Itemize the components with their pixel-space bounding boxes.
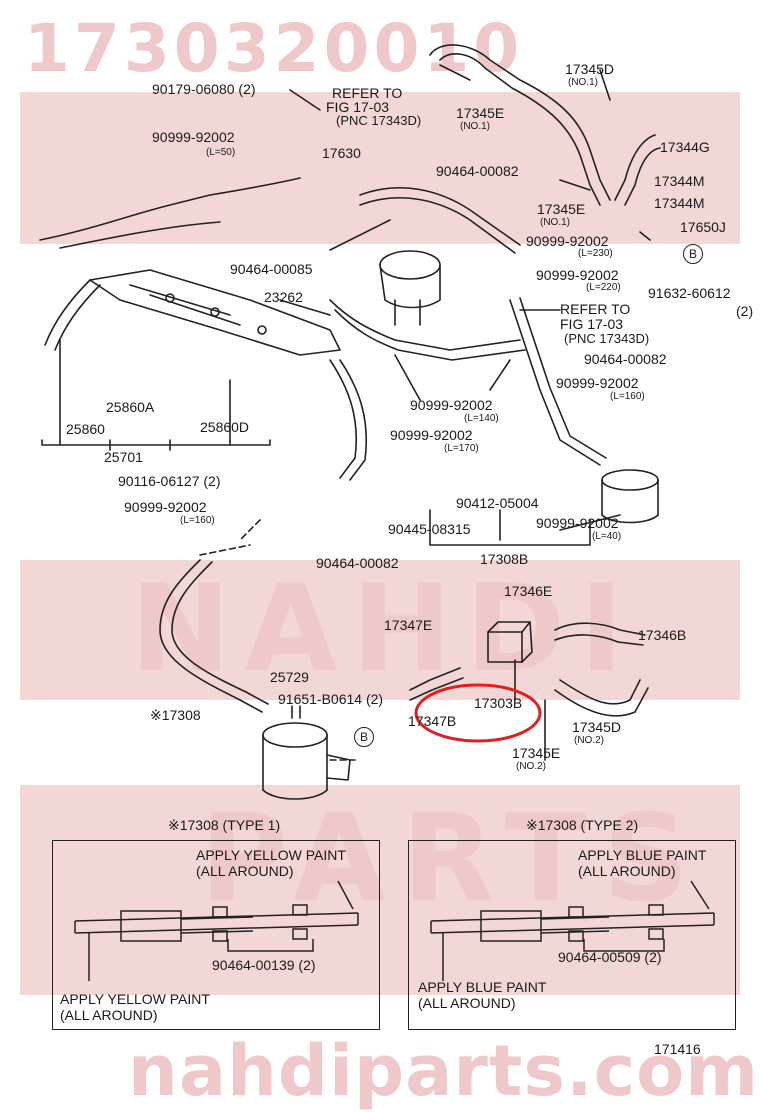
reference-marker-b: B — [354, 727, 374, 747]
callout-90999-92002-l40: 90999-92002 — [536, 515, 619, 531]
detail-type1-paint-top-2: (ALL AROUND) — [196, 863, 294, 879]
callout-17345e-no2-sub: (NO.2) — [516, 761, 546, 772]
detail-type2-clip: 90464-00509 (2) — [558, 949, 662, 965]
detail-title-type1: ※17308 (TYPE 1) — [168, 817, 281, 833]
detail-type1-paint-top: APPLY YELLOW PAINT — [196, 847, 346, 863]
callout-25701: 25701 — [104, 449, 143, 465]
callout-17345e-no1-b: 17345E — [537, 201, 586, 217]
callout-90999-92002-l160-right: 90999-92002 — [556, 375, 639, 391]
pipe-drawing — [430, 880, 715, 981]
callout-17344m-1: 17344M — [654, 173, 705, 189]
detail-type1-paint-bottom-2: (ALL AROUND) — [60, 1007, 158, 1023]
callout-90999-92002-l50: 90999-92002 — [152, 129, 235, 145]
callout-90999-92002-l50-sub: (L=50) — [206, 147, 236, 158]
detail-type2-paint-top-2: (ALL AROUND) — [578, 863, 676, 879]
callout-90999-92002-l220-sub: (L=220) — [586, 282, 621, 293]
callout-17303b: 17303B — [474, 695, 523, 711]
callout-90999-92002-l140-sub: (L=140) — [464, 413, 499, 424]
callout-90464-00085: 90464-00085 — [230, 261, 313, 277]
detail-title-type2: ※17308 (TYPE 2) — [526, 817, 639, 833]
callout-90412-05004: 90412-05004 — [456, 495, 539, 511]
watermark-band — [20, 92, 740, 244]
pipe-drawing — [74, 880, 359, 981]
callout-90999-92002-l160-right-sub: (L=160) — [610, 391, 645, 402]
watermark-brand-parts: PARTS — [200, 790, 706, 929]
callout-25860: 25860 — [66, 421, 105, 437]
watermark-band — [20, 785, 740, 995]
callout-17308b: 17308B — [480, 551, 529, 567]
callout-17345e-no1: 17345E — [456, 105, 505, 121]
callout-17346b: 17346B — [638, 627, 687, 643]
callout-90999-92002-l140: 90999-92002 — [410, 397, 493, 413]
callout-17347b: 17347B — [408, 713, 457, 729]
callout-25860a: 25860A — [106, 399, 155, 415]
callout-17345d-no2: 17345D — [572, 719, 622, 735]
callout-17345e-no1-b-sub: (NO.1) — [540, 217, 570, 228]
callout-90999-92002-l170: 90999-92002 — [390, 427, 473, 443]
callout-90999-92002-l160-left-sub: (L=160) — [180, 515, 215, 526]
callout-91651-b0614: 91651-B0614 (2) — [278, 691, 384, 707]
callout-17308: ※17308 — [150, 707, 201, 723]
callout-fig-17-03-1: FIG 17-03 — [326, 99, 390, 115]
watermark-site: nahdiparts.com — [128, 1030, 760, 1112]
callout-90999-92002-l220: 90999-92002 — [536, 267, 619, 283]
figure-number: 171416 — [654, 1041, 701, 1057]
detail-box-type1 — [52, 840, 380, 1030]
callout-17347e: 17347E — [384, 617, 433, 633]
callout-17650j: 17650J — [680, 219, 726, 235]
callout-refer-to-1: REFER TO — [332, 85, 403, 101]
callout-25729: 25729 — [270, 669, 309, 685]
callout-17345d-no1-sub: (NO.1) — [568, 77, 598, 88]
callout-17346e: 17346E — [504, 583, 553, 599]
callout-90999-92002-l230: 90999-92002 — [526, 233, 609, 249]
callout-17630: 17630 — [322, 145, 361, 161]
callout-90999-92002-l160-left: 90999-92002 — [124, 499, 207, 515]
callout-25860d: 25860D — [200, 419, 250, 435]
detail-type1-paint-bottom: APPLY YELLOW PAINT — [60, 991, 210, 1007]
callout-pnc-17343d-2: (PNC 17343D) — [564, 331, 650, 346]
detail-type2-paint-top: APPLY BLUE PAINT — [578, 847, 707, 863]
callout-90116-06127: 90116-06127 (2) — [118, 473, 221, 489]
callout-90464-00082-low: 90464-00082 — [316, 555, 399, 571]
callout-91632-60612: 91632-60612 — [648, 285, 731, 301]
callout-17345e-no2: 17345E — [512, 745, 561, 761]
callout-90999-92002-l230-sub: (L=230) — [578, 248, 613, 259]
callout-90464-00082-mid: 90464-00082 — [584, 351, 667, 367]
callout-17344g: 17344G — [660, 139, 710, 155]
callout-refer-to-2: REFER TO — [560, 301, 631, 317]
callout-91632-60612-qty: (2) — [736, 303, 754, 319]
callout-23262: 23262 — [264, 289, 303, 305]
reference-marker-b: B — [683, 244, 703, 264]
callout-fig-17-03-2: FIG 17-03 — [560, 316, 624, 332]
callout-17345d-no1: 17345D — [565, 61, 615, 77]
detail-type2-paint-bottom: APPLY BLUE PAINT — [418, 979, 547, 995]
callout-90445-08315: 90445-08315 — [388, 521, 471, 537]
detail-box-type2 — [408, 840, 736, 1030]
detail-type2-paint-bottom-2: (ALL AROUND) — [418, 995, 516, 1011]
callout-17345d-no2-sub: (NO.2) — [574, 735, 604, 746]
callout-90999-92002-l40-sub: (L=40) — [592, 531, 622, 542]
callout-90999-92002-l170-sub: (L=170) — [444, 443, 479, 454]
callout-pnc-17343d-1: (PNC 17343D) — [336, 113, 422, 128]
callout-90179-06080: 90179-06080 (2) — [152, 81, 256, 97]
detail-type1-clip: 90464-00139 (2) — [212, 957, 316, 973]
callout-17344m-2: 17344M — [654, 195, 705, 211]
callout-90464-00082-top: 90464-00082 — [436, 163, 519, 179]
callout-17345e-no1-sub: (NO.1) — [460, 121, 490, 132]
